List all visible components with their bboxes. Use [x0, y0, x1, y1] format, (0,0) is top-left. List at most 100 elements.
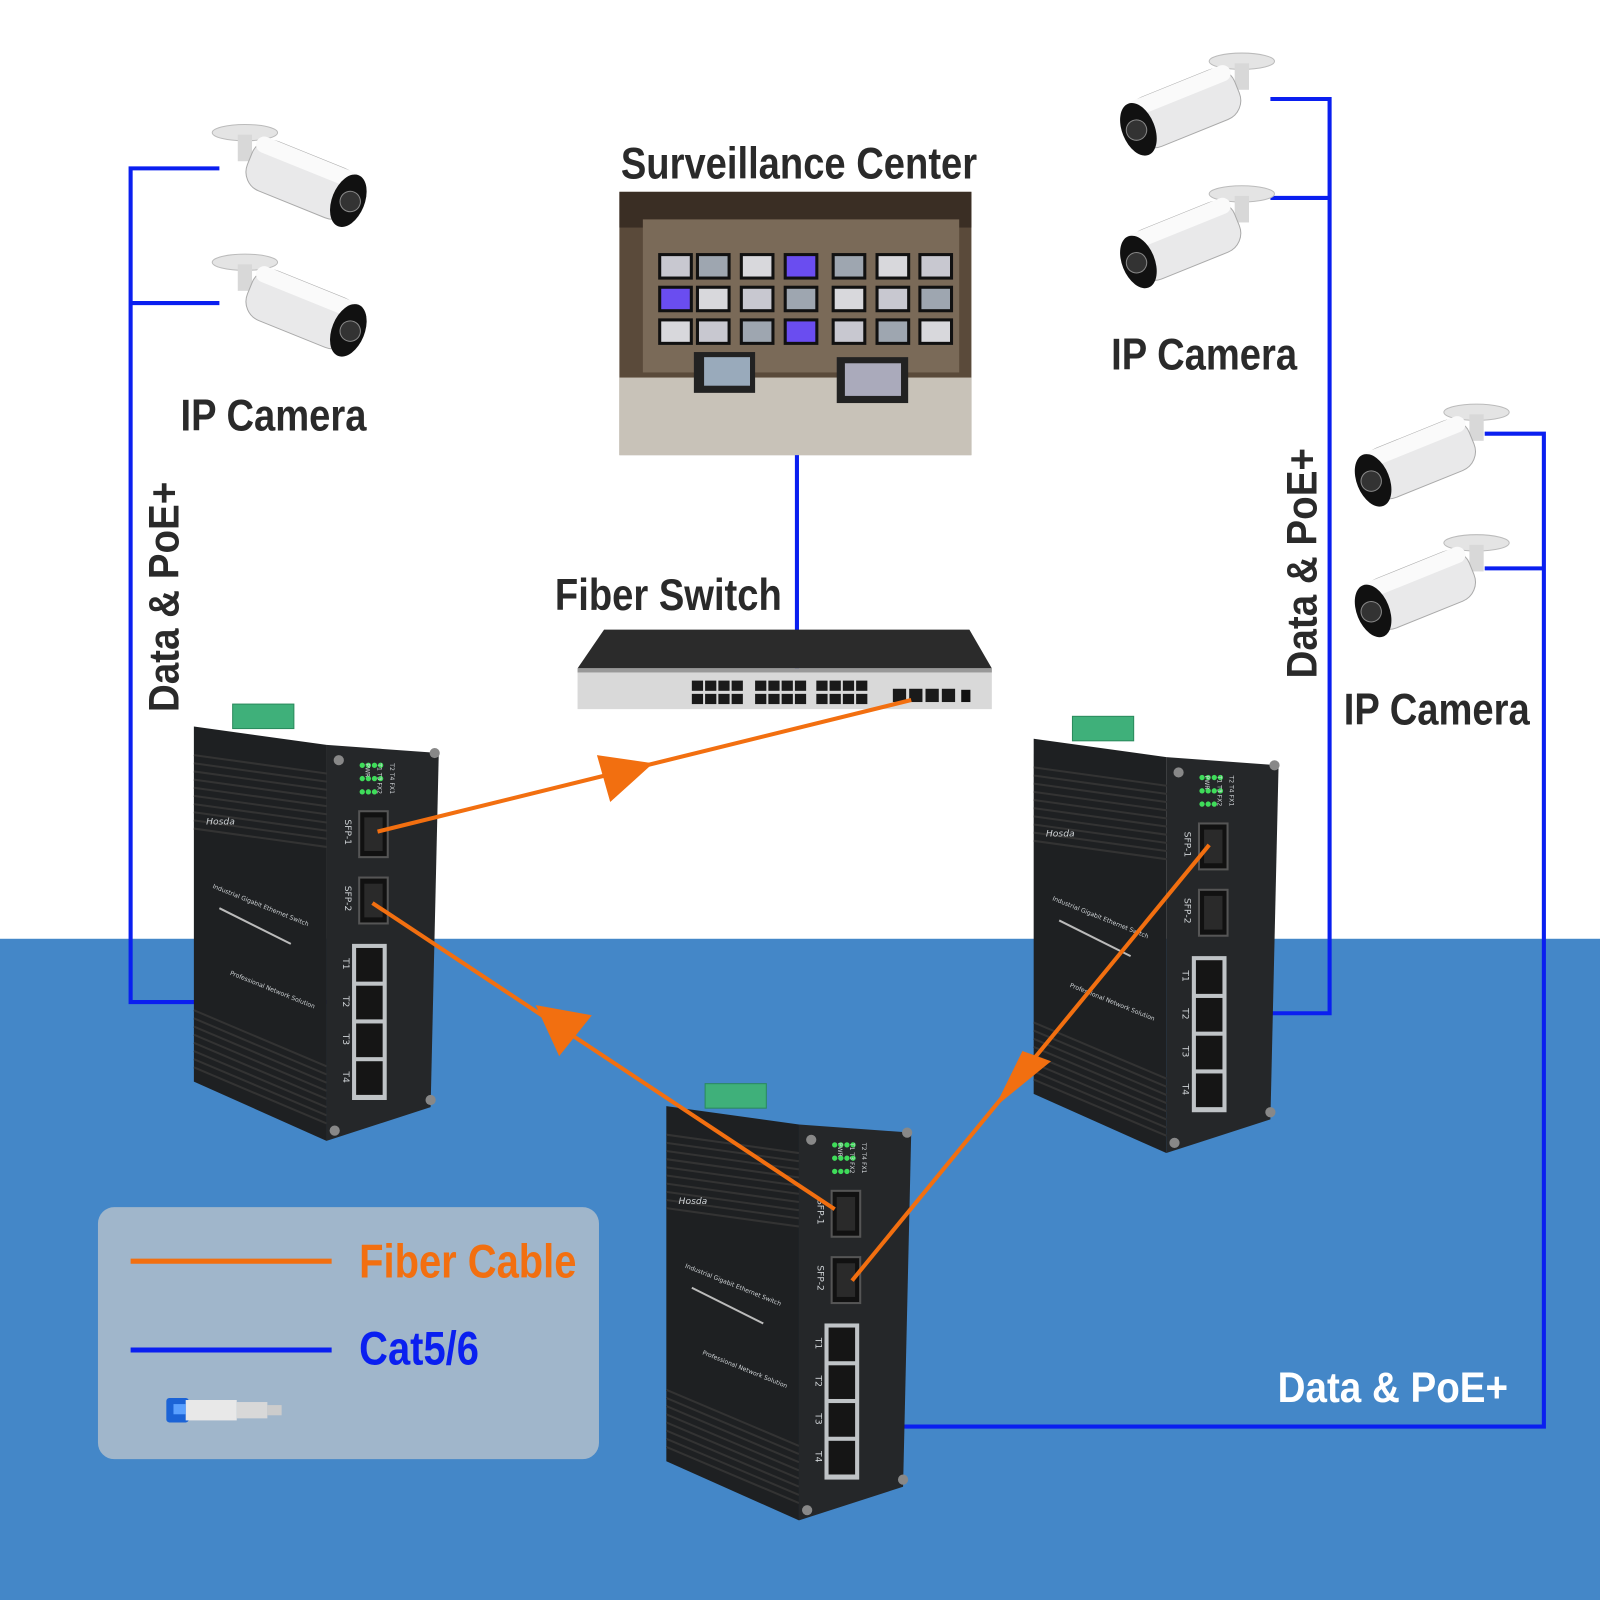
rj45-port-T3[interactable]: [828, 1403, 856, 1437]
rj45-port-T3[interactable]: [356, 1023, 383, 1058]
rj45-port: [768, 680, 780, 691]
rj45-port: [731, 680, 743, 691]
screw: [1169, 1137, 1180, 1148]
fiber-switch-rack: [577, 629, 992, 710]
rj45-port-T1[interactable]: [1195, 960, 1223, 994]
rj45-port: [718, 680, 730, 691]
rj45-port: [755, 693, 767, 705]
terminal-block: [232, 703, 295, 730]
data-poe-label-bottom: Data & PoE+: [1278, 1363, 1508, 1411]
ip-camera-icon: [1120, 185, 1275, 289]
rj45-port-label: T2: [340, 995, 351, 1007]
screw: [429, 747, 440, 759]
led-indicator: [371, 762, 378, 768]
rj45-port-T4[interactable]: [828, 1440, 856, 1475]
sfp-port-label: SFP-1: [342, 819, 353, 845]
led-indicator: [1205, 788, 1211, 794]
arrow-icon: [596, 755, 654, 803]
rj45-port: [705, 693, 717, 705]
rj45-port: [768, 693, 780, 705]
led-indicator: [359, 775, 365, 782]
led-indicator: [1211, 788, 1217, 794]
rj45-port: [691, 680, 704, 691]
rj45-port: [842, 680, 855, 691]
rj45-port-T2[interactable]: [1195, 997, 1223, 1032]
rj45-port-T4[interactable]: [356, 1061, 383, 1095]
rj45-port: [856, 680, 868, 691]
led-indicator: [365, 789, 372, 795]
led-indicator: [371, 789, 378, 795]
led-label: PWR: [836, 1143, 843, 1158]
legend-cat-label: Cat5/6: [359, 1323, 479, 1375]
sfp-port: [909, 688, 923, 703]
led-label: T2 T4 FX1: [860, 1142, 867, 1174]
led-indicator: [1217, 788, 1224, 794]
rj45-port: [856, 693, 868, 705]
rj45-port: [829, 680, 841, 691]
rj45-port: [731, 693, 743, 705]
arrow-icon: [535, 1005, 592, 1057]
screw: [425, 1094, 436, 1106]
rj45-port-label: T1: [812, 1337, 823, 1349]
rj45-port-T3[interactable]: [1195, 1035, 1223, 1070]
rj45-port-T1[interactable]: [828, 1327, 856, 1362]
ip-camera-icon: [1120, 52, 1275, 156]
brand-logo: Hosda: [206, 816, 235, 827]
sfp-port-label: SFP-1: [814, 1199, 825, 1225]
led-label: PWR: [363, 763, 370, 778]
fiber-switch-label: Fiber Switch: [555, 569, 782, 620]
led-indicator: [1217, 774, 1224, 781]
ip-camera-label-left: IP Camera: [180, 390, 367, 441]
cat-cable-far-right: [836, 431, 1546, 1429]
sfp-port: [892, 688, 907, 703]
brand-logo: Hosda: [679, 1196, 708, 1207]
surveillance-center-title: Surveillance Center: [621, 138, 977, 189]
led-indicator: [359, 789, 365, 795]
surveillance-center-photo: [619, 191, 972, 456]
rj45-port: [816, 680, 828, 691]
screw: [333, 755, 344, 766]
led-indicator: [832, 1155, 838, 1161]
ip-camera-label-right: IP Camera: [1344, 684, 1531, 735]
rj45-port: [781, 693, 793, 705]
data-poe-label-right: Data & PoE+: [1277, 448, 1325, 678]
rj45-port-label: T4: [1180, 1083, 1191, 1096]
rj45-port: [816, 693, 828, 705]
rj45-port-T4[interactable]: [1195, 1073, 1223, 1108]
sfp-port-label: SFP-2: [342, 886, 353, 912]
led-indicator: [377, 762, 384, 768]
fiber-cable-left-to-center: [371, 901, 836, 1211]
legend-fiber-label: Fiber Cable: [359, 1237, 576, 1289]
led-indicator: [1205, 774, 1211, 781]
led-indicator: [1205, 801, 1211, 807]
ip-camera-icon: [211, 123, 367, 228]
terminal-block: [1071, 715, 1135, 742]
led-indicator: [850, 1142, 856, 1148]
led-label: T2 T4 FX1: [388, 762, 395, 794]
legend: Fiber Cable Cat5/6: [97, 1207, 599, 1460]
sfp-port: [941, 688, 956, 703]
sfp-port-label: SFP-2: [1182, 898, 1193, 924]
rj45-port-T1[interactable]: [356, 947, 383, 982]
led-label: T1 T3 FX2: [1215, 775, 1222, 807]
led-indicator: [365, 762, 372, 768]
rj45-port: [829, 693, 841, 705]
rj45-port: [755, 680, 767, 691]
rj45-port-T2[interactable]: [828, 1365, 856, 1399]
led-label: PWR: [1203, 776, 1210, 791]
sfp-port-label: SFP-2: [814, 1265, 825, 1291]
led-indicator: [371, 775, 378, 782]
led-indicator: [838, 1155, 844, 1161]
data-poe-label-left: Data & PoE+: [140, 482, 188, 712]
led-indicator: [1211, 774, 1217, 781]
rj45-port: [794, 693, 807, 705]
rj45-port-label: T1: [1180, 969, 1191, 981]
led-label: T2 T4 FX1: [1228, 775, 1235, 807]
ip-camera-icon: [1354, 534, 1510, 638]
ip-camera-label-right-top: IP Camera: [1111, 328, 1298, 379]
rj45-port-T2[interactable]: [356, 985, 383, 1020]
